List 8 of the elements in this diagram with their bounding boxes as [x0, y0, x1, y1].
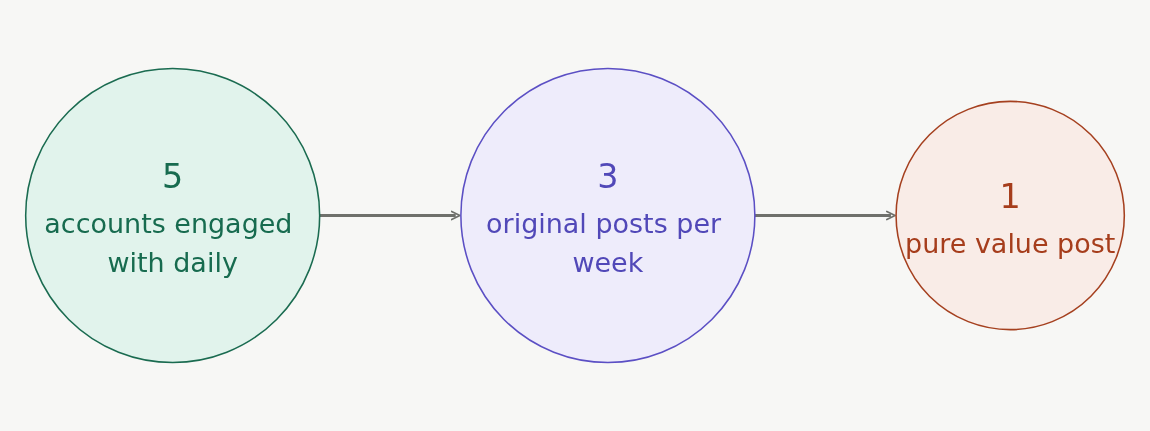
node-number: 1 [999, 176, 1021, 216]
node-text: accounts engaged with daily [44, 209, 294, 279]
node-number: 5 [162, 157, 184, 197]
node-text: original posts per week [486, 209, 723, 279]
arrow [319, 210, 461, 221]
node-number: 3 [597, 157, 619, 197]
node-text: pure value post [905, 228, 1116, 260]
arrow [754, 210, 896, 221]
